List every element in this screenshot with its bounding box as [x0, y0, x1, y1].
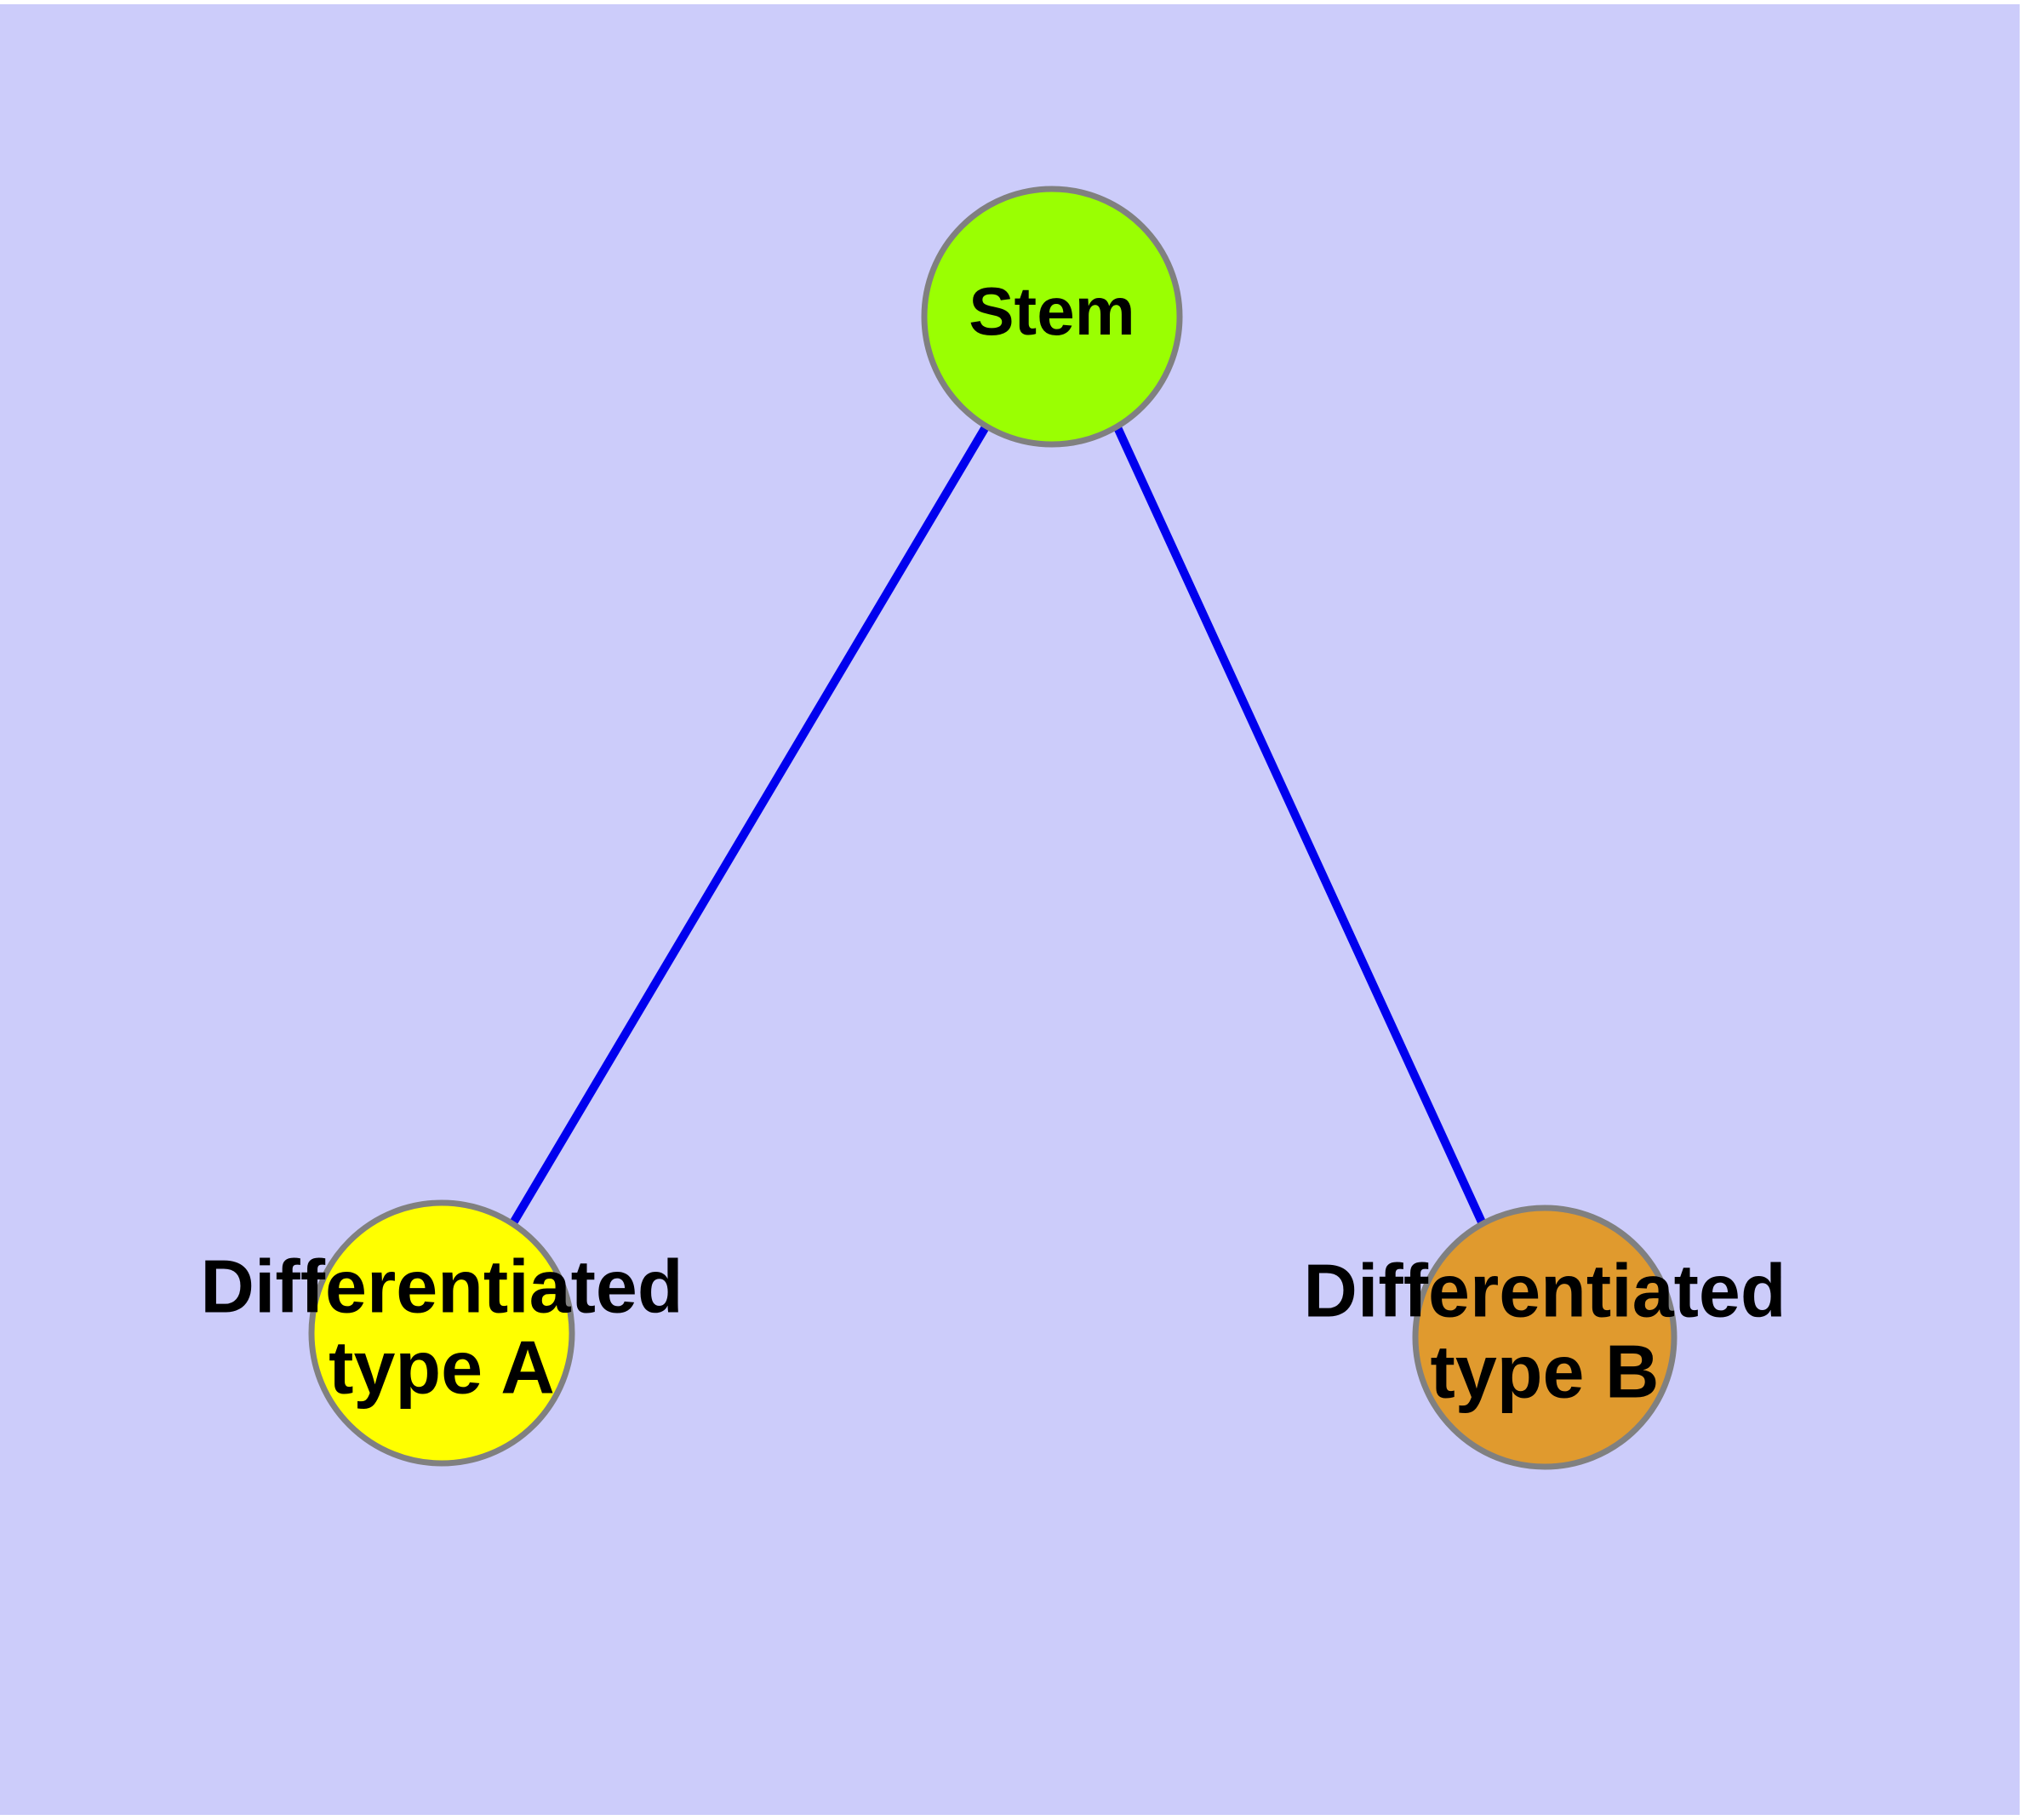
label-line: Differentiated: [200, 1245, 683, 1329]
label-line: type A: [329, 1325, 555, 1410]
node-differentiated-type-a-circle[interactable]: [308, 1199, 575, 1467]
node-stem-label: Stem: [969, 273, 1135, 349]
edge-layer: [510, 423, 1488, 1228]
label-line: Differentiated: [1303, 1249, 1786, 1333]
label-line: Stem: [969, 273, 1135, 349]
node-differentiated-type-b-circle[interactable]: [1412, 1205, 1677, 1470]
edge-stem-to-differentiated-type-a[interactable]: [510, 423, 991, 1224]
label-line: type B: [1431, 1330, 1660, 1414]
node-stem-circle[interactable]: [921, 186, 1183, 448]
edge-stem-to-differentiated-type-b[interactable]: [1112, 423, 1488, 1228]
node-layer: [308, 186, 1677, 1470]
